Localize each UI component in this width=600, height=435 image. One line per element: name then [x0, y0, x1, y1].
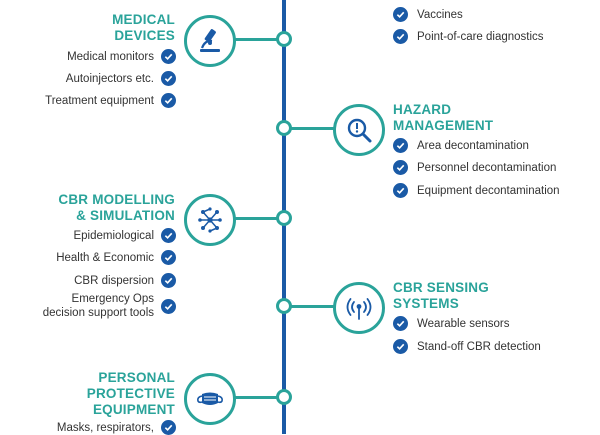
antenna-signal-icon	[333, 282, 385, 334]
item-label: Treatment equipment	[45, 94, 154, 107]
item-label: Epidemiological	[73, 229, 154, 242]
item-label: Autoinjectors etc.	[65, 72, 154, 85]
title-line: EQUIPMENT	[92, 402, 175, 417]
list-item: CBR dispersion	[20, 273, 176, 288]
list-item: Emergency Ops decision support tools	[0, 292, 176, 320]
check-icon	[393, 183, 408, 198]
list-item: Personnel decontamination	[393, 160, 598, 175]
list-item: Medical monitors	[20, 49, 176, 64]
title-line: & SIMULATION	[76, 208, 175, 223]
list-item: Treatment equipment	[20, 93, 176, 108]
check-icon	[161, 71, 176, 86]
item-label: Equipment decontamination	[417, 184, 560, 197]
title-line: CBR SENSING	[393, 280, 489, 295]
item-label: Stand-off CBR detection	[417, 340, 541, 353]
title-line: PROTECTIVE	[86, 386, 175, 401]
item-label: Personnel decontamination	[417, 161, 557, 174]
item-label: Wearable sensors	[417, 317, 510, 330]
title-line: CBR MODELLING	[58, 192, 175, 207]
check-icon	[161, 273, 176, 288]
check-icon	[393, 138, 408, 153]
magnifier-hazard-icon	[333, 104, 385, 156]
list-item: Epidemiological	[20, 228, 176, 243]
item-label: CBR dispersion	[74, 274, 154, 287]
medical-devices-node	[276, 31, 292, 47]
item-label: Medical monitors	[67, 50, 154, 63]
network-molecule-icon	[184, 194, 236, 246]
cbr-sensing-connector	[290, 305, 335, 308]
ppe-connector	[233, 396, 278, 399]
check-icon	[161, 49, 176, 64]
item-label: Vaccines	[417, 8, 463, 21]
title-line: MEDICAL	[112, 12, 175, 27]
check-icon	[393, 29, 408, 44]
list-item: Area decontamination	[393, 138, 598, 153]
check-icon	[393, 7, 408, 22]
list-item: Equipment decontamination	[393, 183, 598, 198]
list-item: Point-of-care diagnostics	[393, 29, 593, 44]
list-item: Vaccines	[393, 7, 593, 22]
medical-devices-title: MEDICAL DEVICES	[60, 12, 175, 44]
cbr-sensing-title: CBR SENSING SYSTEMS	[393, 280, 593, 312]
cbr-modelling-title: CBR MODELLING & SIMULATION	[30, 192, 175, 224]
ppe-title: PERSONAL PROTECTIVE EQUIPMENT	[60, 370, 175, 418]
item-label: Area decontamination	[417, 139, 529, 152]
list-item: Masks, respirators,	[20, 420, 176, 435]
list-item: Stand-off CBR detection	[393, 339, 593, 354]
title-line: MANAGEMENT	[393, 118, 494, 133]
title-line: HAZARD	[393, 102, 452, 117]
item-label-group: Emergency Ops decision support tools	[43, 292, 154, 320]
list-item: Autoinjectors etc.	[20, 71, 176, 86]
item-label-line: decision support tools	[42, 307, 154, 319]
cbr-modelling-connector	[233, 217, 278, 220]
microscope-icon	[184, 15, 236, 67]
check-icon	[161, 93, 176, 108]
title-line: DEVICES	[114, 28, 175, 43]
face-mask-icon	[184, 373, 236, 425]
check-icon	[161, 228, 176, 243]
hazard-management-connector	[290, 127, 335, 130]
check-icon	[393, 316, 408, 331]
check-icon	[393, 339, 408, 354]
check-icon	[393, 160, 408, 175]
check-icon	[161, 250, 176, 265]
ppe-node	[276, 389, 292, 405]
item-label: Point-of-care diagnostics	[417, 30, 544, 43]
list-item: Wearable sensors	[393, 316, 593, 331]
title-line: PERSONAL	[98, 370, 175, 385]
list-item: Health & Economic	[20, 250, 176, 265]
title-line: SYSTEMS	[393, 296, 459, 311]
item-label-line: Emergency Ops	[71, 293, 154, 305]
medical-devices-connector	[233, 38, 278, 41]
hazard-management-title: HAZARD MANAGEMENT	[393, 102, 593, 134]
cbr-modelling-node	[276, 210, 292, 226]
check-icon	[161, 420, 176, 435]
item-label: Masks, respirators,	[56, 421, 154, 434]
check-icon	[161, 298, 176, 314]
item-label: Health & Economic	[56, 251, 154, 264]
